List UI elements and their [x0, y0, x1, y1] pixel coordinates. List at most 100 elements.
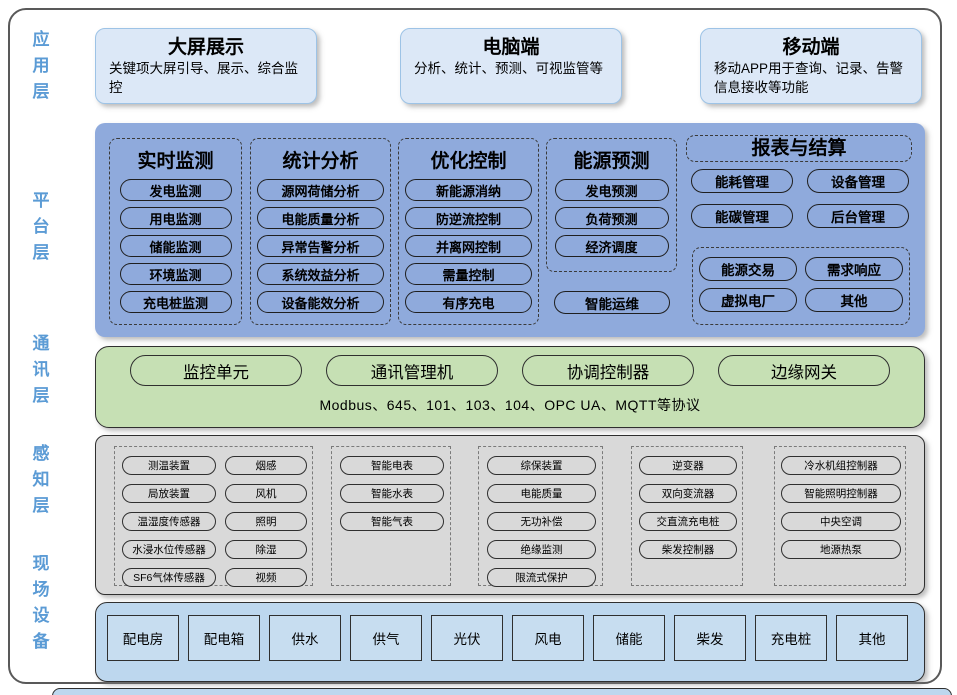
perception-pill: 除湿	[225, 540, 307, 559]
perception-pill: 局放装置	[122, 484, 216, 503]
platform-pill: 需求响应	[805, 257, 903, 281]
field-device-box: 其他	[836, 615, 908, 661]
platform-column-title: 能源预测	[573, 151, 650, 172]
platform-pill-smart-om: 智能运维	[554, 291, 670, 314]
platform-pill: 发电预测	[554, 179, 669, 201]
field-device-box: 柴发	[674, 615, 746, 661]
perception-pill: 双向变流器	[639, 484, 737, 503]
platform-pill: 环境监测	[119, 263, 232, 285]
perception-pill: SF6气体传感器	[122, 568, 216, 587]
platform-pill: 源网荷储分析	[257, 179, 384, 201]
application-card-title: 移动端	[782, 37, 840, 58]
perception-group-meters: 智能电表智能水表智能气表	[331, 446, 451, 586]
platform-column-statistical-analysis: 统计分析 源网荷储分析电能质量分析异常告警分析系统效益分析设备能效分析	[250, 138, 391, 325]
report-pill-grid: 能耗管理设备管理能碳管理后台管理	[691, 169, 909, 228]
perception-pill: 水浸水位传感器	[122, 540, 216, 559]
perception-pill: 烟感	[225, 456, 307, 475]
platform-column-realtime-monitoring: 实时监测 发电监测用电监测储能监测环境监测充电桩监测	[109, 138, 242, 325]
protocol-list-text: Modbus、645、101、103、104、OPC UA、MQTT等协议	[319, 397, 701, 413]
application-card-title: 电脑端	[482, 37, 540, 58]
application-card-description: 关键项大屏引导、展示、综合监控	[109, 61, 298, 95]
label-platform-layer: 平台层	[32, 191, 50, 262]
platform-layer: 实时监测 发电监测用电监测储能监测环境监测充电桩监测 统计分析 源网荷储分析电能…	[95, 123, 925, 337]
field-device-box: 充电桩	[755, 615, 827, 661]
platform-pill: 电能质量分析	[257, 207, 384, 229]
application-card: 大屏展示 关键项大屏引导、展示、综合监控	[95, 28, 317, 104]
application-card: 移动端 移动APP用于查询、记录、告警信息接收等功能	[700, 28, 922, 104]
perception-pill: 智能气表	[340, 512, 444, 531]
communication-device-pill: 监控单元	[130, 355, 302, 386]
communication-layer: 监控单元通讯管理机协调控制器边缘网关 Modbus、645、101、103、10…	[95, 346, 925, 428]
platform-column-optimal-control: 优化控制 新能源消纳防逆流控制并离网控制需量控制有序充电	[398, 138, 539, 325]
platform-pill: 需量控制	[405, 263, 532, 285]
perception-pill: 无功补偿	[487, 512, 596, 531]
application-card: 电脑端 分析、统计、预测、可视监管等	[400, 28, 622, 104]
perception-pill: 智能照明控制器	[781, 484, 901, 503]
platform-pill: 设备管理	[807, 169, 909, 193]
platform-pill: 其他	[805, 288, 903, 312]
platform-pill: 发电监测	[119, 179, 232, 201]
platform-pill: 系统效益分析	[257, 263, 384, 285]
platform-pill: 能源交易	[699, 257, 797, 281]
label-communication-layer: 通讯层	[32, 334, 50, 405]
perception-pill: 智能水表	[340, 484, 444, 503]
platform-column-title: 统计分析	[282, 151, 359, 172]
perception-pill: 风机	[225, 484, 307, 503]
platform-pill: 储能监测	[119, 235, 232, 257]
field-device-box: 光伏	[431, 615, 503, 661]
perception-pill: 测温装置	[122, 456, 216, 475]
communication-device-pill: 通讯管理机	[326, 355, 498, 386]
perception-pill: 智能电表	[340, 456, 444, 475]
perception-pill: 综保装置	[487, 456, 596, 475]
platform-pill: 后台管理	[807, 204, 909, 228]
field-device-box: 供气	[350, 615, 422, 661]
platform-pill: 能碳管理	[691, 204, 793, 228]
platform-pill: 并离网控制	[405, 235, 532, 257]
perception-pill: 温湿度传感器	[122, 512, 216, 531]
perception-layer: 测温装置局放装置温湿度传感器水浸水位传感器 SF6气体传感器 烟感风机照明除湿视频…	[95, 435, 925, 595]
report-boxed-pill-group: 能源交易需求响应虚拟电厂其他	[692, 247, 910, 325]
platform-column-title: 实时监测	[137, 151, 214, 172]
label-field-device-layer: 现场设备	[32, 554, 50, 651]
perception-pill: 冷水机组控制器	[781, 456, 901, 475]
perception-group-converters: 逆变器双向变流器交直流充电桩柴发控制器	[631, 446, 743, 586]
field-device-box: 风电	[512, 615, 584, 661]
field-device-box: 供水	[269, 615, 341, 661]
communication-device-pill: 边缘网关	[718, 355, 890, 386]
application-card-title: 大屏展示	[167, 37, 244, 58]
communication-device-pill: 协调控制器	[522, 355, 694, 386]
platform-pill: 能耗管理	[691, 169, 793, 193]
platform-column-energy-forecast: 能源预测 发电预测负荷预测经济调度	[546, 138, 677, 272]
perception-pill: 交直流充电桩	[639, 512, 737, 531]
platform-pill: 有序充电	[405, 291, 532, 313]
platform-pill: 虚拟电厂	[699, 288, 797, 312]
field-device-box: 配电箱	[188, 615, 260, 661]
perception-group-sensors: 测温装置局放装置温湿度传感器水浸水位传感器 SF6气体传感器 烟感风机照明除湿视频	[114, 446, 313, 587]
label-perception-layer: 感知层	[32, 444, 50, 515]
platform-pill: 异常告警分析	[257, 235, 384, 257]
perception-pill: 柴发控制器	[639, 540, 737, 559]
label-application-layer: 应用层	[32, 30, 50, 101]
perception-group-protection: 综保装置电能质量无功补偿绝缘监测限流式保护	[478, 446, 603, 587]
platform-column-title: 优化控制	[430, 151, 507, 172]
platform-pill: 充电桩监测	[119, 291, 232, 313]
application-card-description: 分析、统计、预测、可视监管等	[414, 61, 603, 76]
bottom-edge-strip	[52, 688, 952, 695]
perception-group-hvac-controllers: 冷水机组控制器智能照明控制器中央空调地源热泵	[774, 446, 906, 586]
perception-pill: 照明	[225, 512, 307, 531]
field-device-box: 配电房	[107, 615, 179, 661]
perception-pill: 限流式保护	[487, 568, 596, 587]
perception-pill: 绝缘监测	[487, 540, 596, 559]
platform-pill: 用电监测	[119, 207, 232, 229]
perception-pill: 地源热泵	[781, 540, 901, 559]
field-device-layer: 配电房配电箱供水供气光伏风电储能柴发充电桩其他	[95, 602, 925, 682]
perception-pill: 中央空调	[781, 512, 901, 531]
perception-pill: 电能质量	[487, 484, 596, 503]
perception-pill: 逆变器	[639, 456, 737, 475]
field-device-box: 储能	[593, 615, 665, 661]
platform-pill: 设备能效分析	[257, 291, 384, 313]
platform-pill: 防逆流控制	[405, 207, 532, 229]
perception-pill: 视频	[225, 568, 307, 587]
platform-pill: 负荷预测	[554, 207, 669, 229]
